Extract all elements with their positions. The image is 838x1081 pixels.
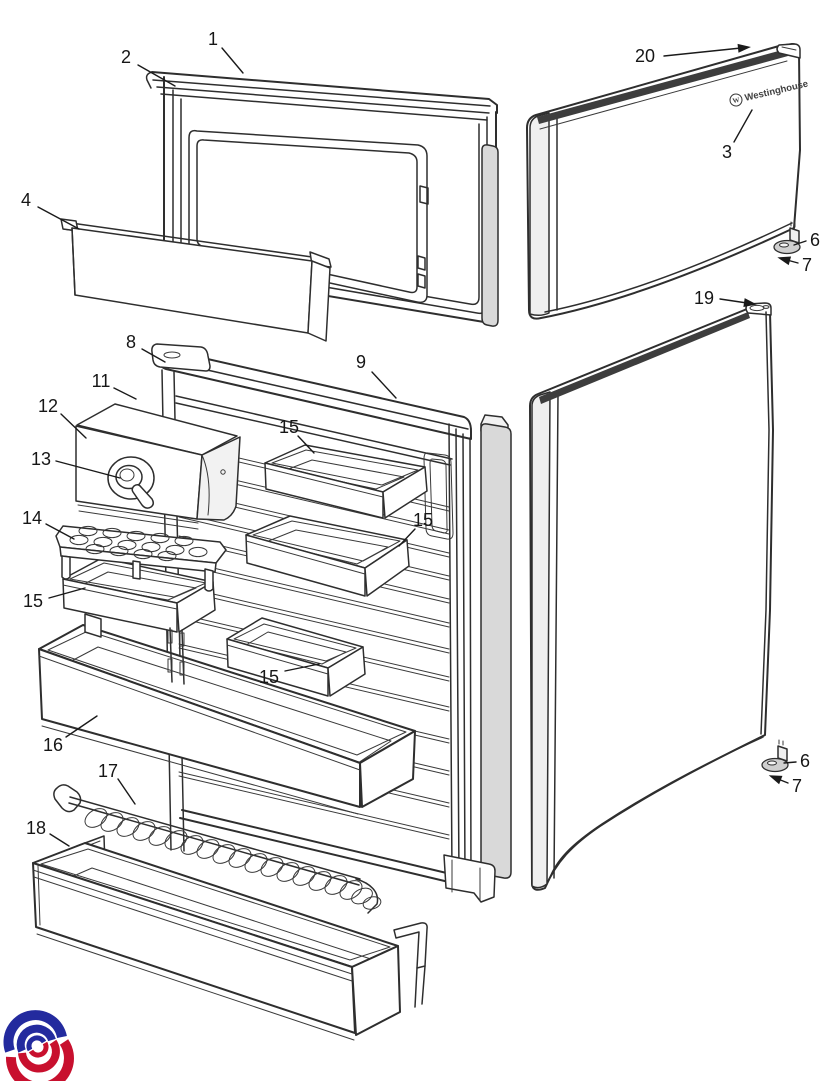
large-door-bin [38,613,416,815]
callout-11-leader [113,387,137,400]
top-hinge-bracket [151,343,211,372]
callout-14-leader [45,523,75,540]
freezer-door-shelf [60,218,332,342]
callout-16-label: 16 [43,735,63,755]
callout-6-leader [783,761,797,764]
callout-2-leader [137,64,176,87]
fridge-inner-door [151,343,512,903]
door-bin-15-b [245,515,410,597]
brand-icon-letter: W [732,96,741,105]
freezer-door-side-trim [481,144,499,327]
callout-1-leader [221,47,244,74]
callout-16-leader [65,715,98,738]
freezer-outer-door: W Westinghouse [526,43,809,320]
thermostat-control-box [75,403,241,530]
callout-6-leader [793,240,807,246]
callout-15-label: 15 [259,667,279,687]
callout-7-label: 7 [802,255,812,275]
callout-1-label: 1 [208,29,218,49]
callout-8-leader [141,348,166,363]
callout-14-label: 14 [22,508,42,528]
fridge-door-gasket [448,423,472,883]
callout-19-label: 19 [694,288,714,308]
egg-holes [69,525,208,562]
hinge-bushing-bottom [761,739,789,773]
callout-15-label: 15 [23,591,43,611]
bin-end-bracket [393,922,428,969]
callout-19-leader [719,298,748,304]
callout-9-leader [371,371,397,399]
fridge-door-edge-strip [531,391,551,889]
callout-3-leader [733,109,753,143]
large-bin-front [38,648,361,808]
freezer-door-top-edge [537,49,788,124]
callout-6-label: 6 [800,751,810,771]
callout-15-leader [297,435,315,454]
knob-ring [107,456,155,500]
callout-4-leader [37,206,80,230]
watermark-swirl-logo [3,1010,74,1081]
callout-15-leader [48,587,86,599]
control-box-side [196,436,241,521]
fridge-outer-door [529,302,789,891]
rack-rail [68,796,361,886]
wire-bottle-rack [53,784,382,914]
door-bin-15-d [226,617,366,697]
latch-tabs [417,185,429,289]
callout-7-arrow [768,775,783,785]
callout-12-leader [60,413,87,439]
callout-13-leader [55,460,121,479]
rack-spiral [84,808,382,910]
gasket-corner [145,71,153,89]
callout-9-label: 9 [356,352,366,372]
hinge-pin-hole [163,351,181,359]
bottom-hinge-bracket [443,854,496,903]
callout-15-label: 15 [413,510,433,530]
fridge-door-side-trim [480,423,512,879]
bottom-door-bin [32,835,428,1041]
callout-15-leader [398,528,416,547]
callout-15-leader [284,663,320,672]
callout-13-label: 13 [31,449,51,469]
callout-17-label: 17 [98,761,118,781]
callout-18-leader [49,833,70,847]
callout-18-label: 18 [26,818,46,838]
callout-11-label: 11 [92,371,111,391]
callout-7-label: 7 [792,776,802,796]
door-bin-15-a [264,444,428,519]
hinge-bushing-top [773,221,801,255]
callout-3-label: 3 [722,142,732,162]
callout-20-label: 20 [635,46,655,66]
westinghouse-icon [729,93,743,107]
rack-end-hook [355,878,379,914]
callout-15-label: 15 [279,417,299,437]
door-bottom-edge [179,809,456,884]
callout-19-arrow [743,298,757,308]
callout-20-arrow [737,43,751,53]
liner-corner-channel [423,452,454,540]
freezer-door-edge-strip [529,112,550,317]
door-bin-15-c [62,557,216,633]
liner-top-edge [175,395,453,466]
callout-17-leader [117,778,136,805]
egg-tray [55,525,227,592]
callout-2-label: 2 [121,47,131,67]
callout-4-label: 4 [21,190,31,210]
callout-8-label: 8 [126,332,136,352]
callout-20-leader [663,47,742,57]
callout-12-label: 12 [38,396,58,416]
egg-tray-feet [61,555,214,592]
fridge-door-top-edge [539,312,750,404]
knob-pointer [131,483,155,509]
callout-6-label: 6 [810,230,820,250]
callout-7-arrow [777,256,792,266]
